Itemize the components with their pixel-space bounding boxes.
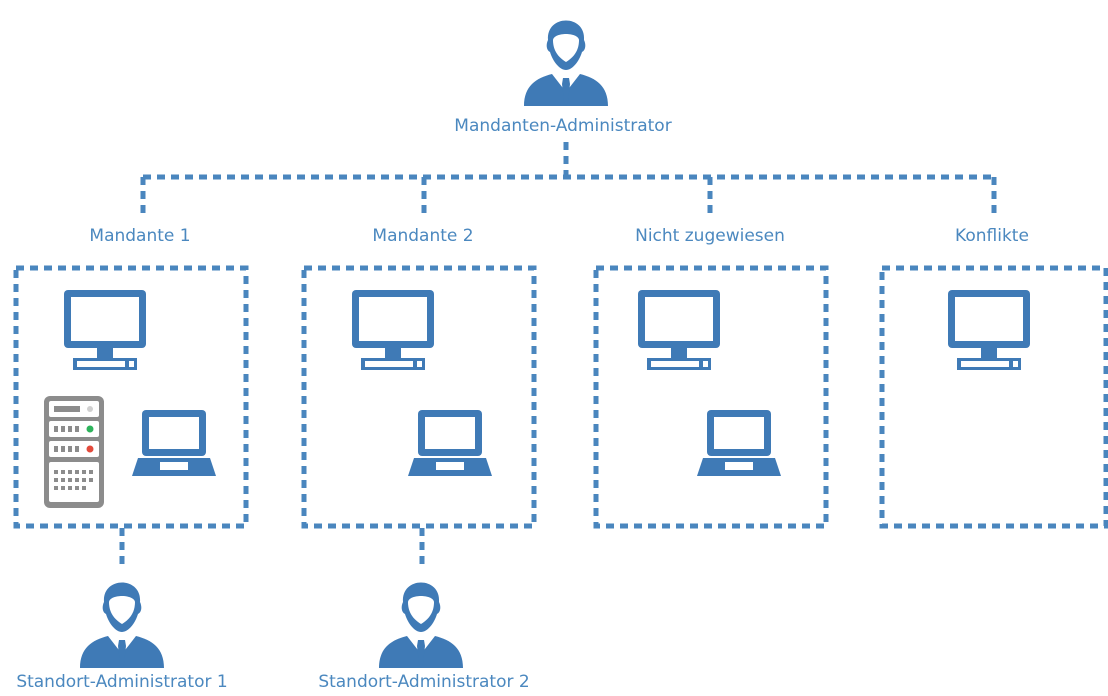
group-box-1: [13, 265, 249, 529]
site-admin-label-1: Standort-Administrator 1: [16, 672, 228, 692]
desktop-icon-g2: [352, 290, 434, 370]
laptop-icon-g2: [408, 410, 492, 476]
laptop-icon-g3: [697, 410, 781, 476]
desktop-icon-g3: [638, 290, 720, 370]
user-icon-top-admin: [524, 20, 608, 106]
laptop-icon-g1: [132, 410, 216, 476]
desktop-icon-g4: [948, 290, 1030, 370]
group-label-2: Mandante 2: [372, 226, 474, 246]
group-label-1: Mandante 1: [89, 226, 191, 246]
group-label-3: Nicht zugewiesen: [635, 226, 785, 246]
desktop-icon-g1: [64, 290, 146, 370]
top-admin-label: Mandanten-Administrator: [454, 116, 672, 136]
server-icon-g1: [44, 396, 104, 508]
user-icon-site-admin-2: [379, 582, 463, 668]
group-box-3: [593, 265, 829, 529]
group-box-2: [301, 265, 537, 529]
group-box-4: [879, 265, 1108, 529]
group-label-4: Konflikte: [955, 226, 1029, 246]
user-icon-site-admin-1: [80, 582, 164, 668]
site-admin-label-2: Standort-Administrator 2: [318, 672, 530, 692]
